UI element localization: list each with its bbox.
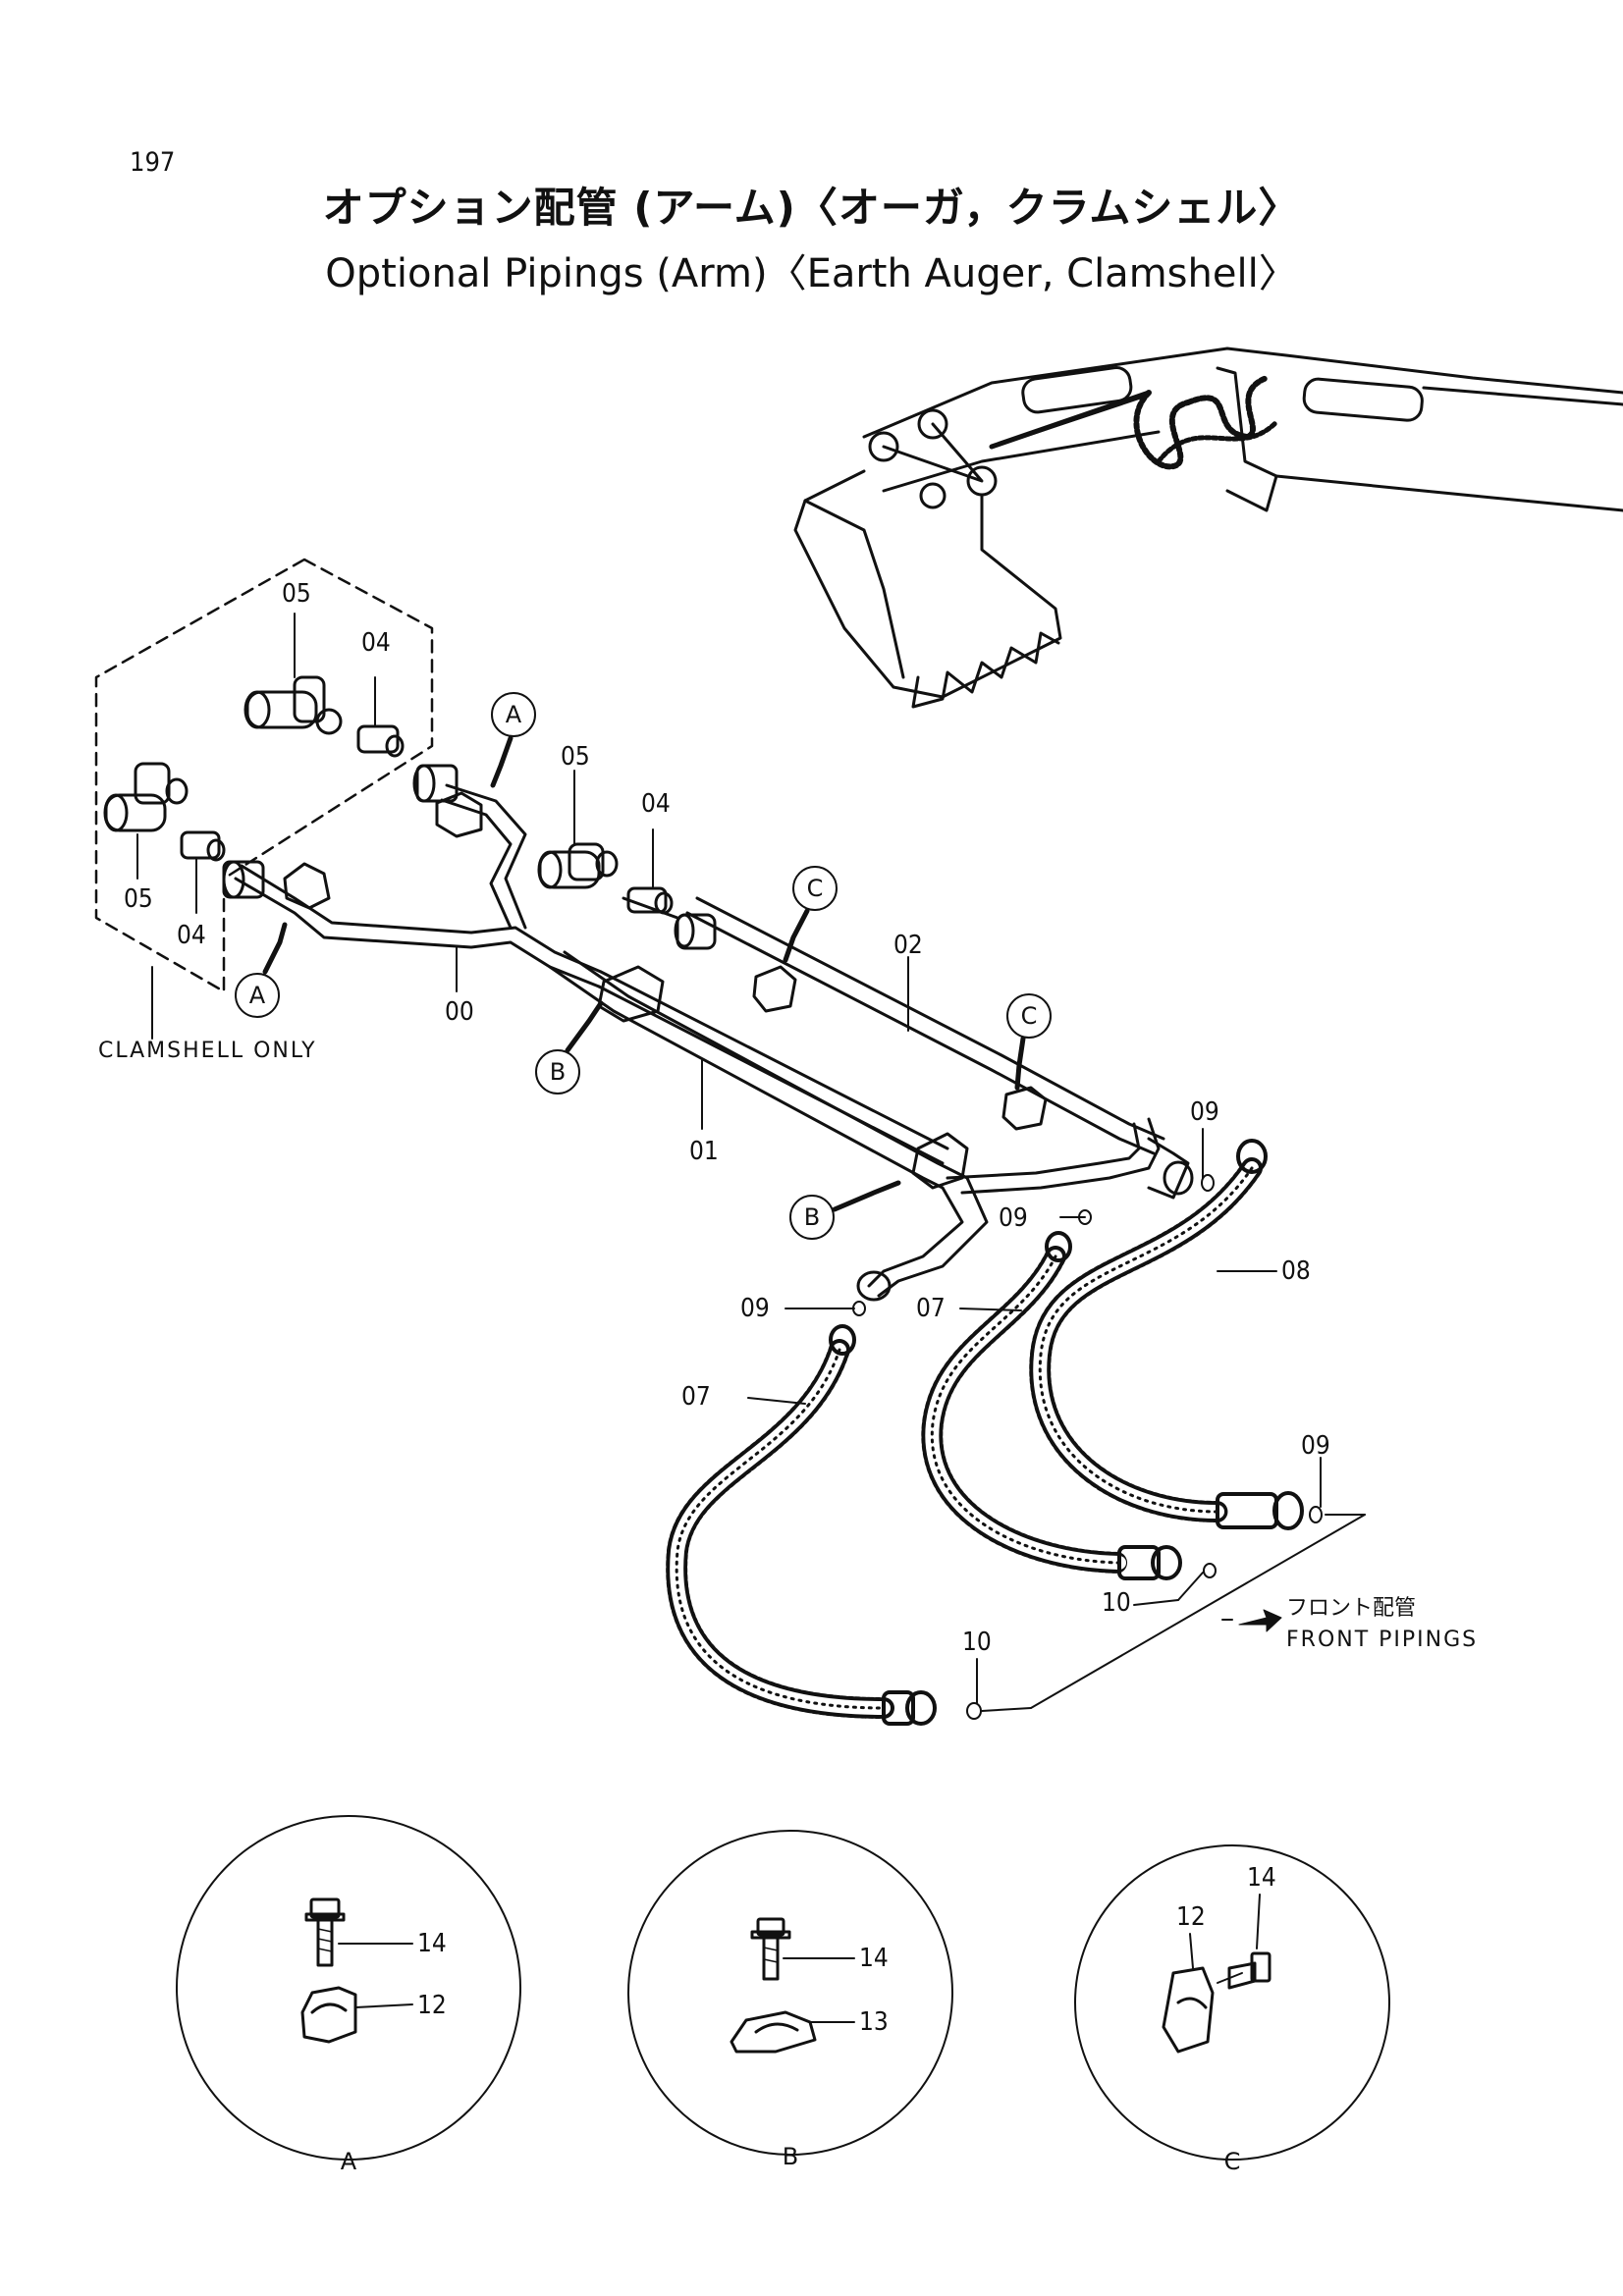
part-number-label: 09 bbox=[740, 1294, 770, 1323]
part-number-label: 10 bbox=[962, 1628, 992, 1657]
callout-letter-c: C bbox=[806, 875, 824, 902]
part-number-label: 02 bbox=[893, 931, 923, 960]
part-number-label: 14 bbox=[859, 1944, 889, 1973]
callout-letter-b: B bbox=[803, 1203, 821, 1231]
hoses bbox=[666, 1139, 1304, 1726]
front-pipings-label-jp: フロント配管 bbox=[1286, 1596, 1417, 1621]
part-number-label: 12 bbox=[1176, 1902, 1206, 1932]
part-number-label: 09 bbox=[1301, 1431, 1330, 1461]
arm-bucket-illustration bbox=[793, 347, 1623, 709]
page-number: 197 bbox=[130, 147, 176, 178]
part-number-label: 05 bbox=[124, 884, 153, 914]
detail-view-a bbox=[176, 1815, 521, 2161]
page-title-english: Optional Pipings (Arm)〈Earth Auger, Clam… bbox=[325, 251, 1298, 296]
part-number-label: 08 bbox=[1281, 1256, 1311, 1286]
callout-letter-c: C bbox=[1020, 1002, 1038, 1030]
detail-view-c bbox=[1074, 1844, 1390, 2161]
callout-letter-a: A bbox=[505, 701, 522, 728]
part-number-label: 05 bbox=[561, 742, 590, 772]
part-number-label: 01 bbox=[689, 1137, 719, 1166]
part-number-label: 13 bbox=[859, 2007, 889, 2037]
page-title-japanese: オプション配管 (アーム)〈オーガ，クラムシェル〉 bbox=[322, 184, 1301, 232]
part-number-label: 09 bbox=[1190, 1097, 1219, 1127]
part-number-label: 04 bbox=[641, 789, 671, 819]
part-number-label: 07 bbox=[681, 1382, 711, 1412]
part-number-label: 14 bbox=[1247, 1863, 1276, 1893]
detail-view-label-b: B bbox=[782, 2143, 799, 2170]
clamshell-only-note: CLAMSHELL ONLY bbox=[98, 1039, 317, 1063]
detail-view-b bbox=[627, 1830, 953, 2156]
callout-markers bbox=[235, 692, 1052, 1240]
part-number-label: 14 bbox=[417, 1929, 447, 1958]
front-pipings-arrow bbox=[1238, 1609, 1282, 1632]
part-number-label: 07 bbox=[916, 1294, 946, 1323]
part-number-label: 04 bbox=[177, 921, 206, 950]
part-number-label: 04 bbox=[361, 628, 391, 658]
callout-letter-b: B bbox=[549, 1058, 567, 1086]
leader-lines bbox=[136, 613, 1366, 1712]
detail-view-label-c: C bbox=[1223, 2148, 1241, 2175]
clamshell-only-group bbox=[94, 558, 434, 1040]
callout-letter-a: A bbox=[248, 982, 266, 1009]
part-number-label: 09 bbox=[999, 1203, 1028, 1233]
part-number-label: 05 bbox=[282, 579, 311, 609]
part-number-label: 00 bbox=[445, 997, 474, 1027]
o-rings bbox=[852, 1174, 1323, 1720]
detail-view-label-a: A bbox=[340, 2148, 357, 2175]
front-pipings-label-en: FRONT PIPINGS bbox=[1286, 1628, 1479, 1652]
part-number-label: 10 bbox=[1102, 1588, 1131, 1618]
part-number-label: 12 bbox=[417, 1991, 447, 2020]
